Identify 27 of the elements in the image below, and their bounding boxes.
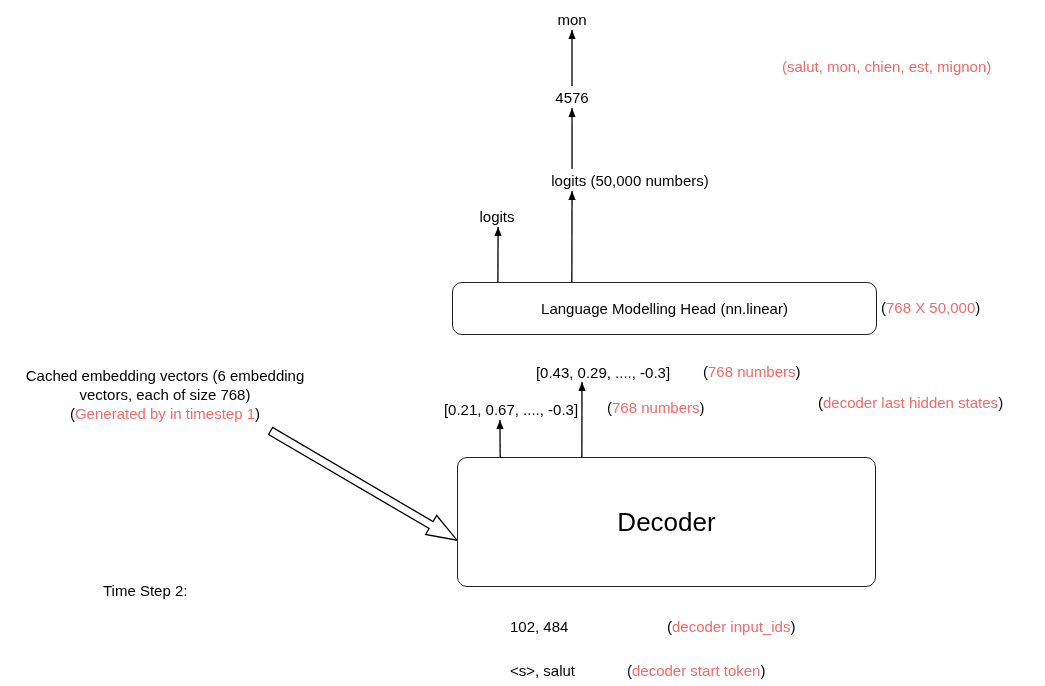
step-title: Time Step 2: bbox=[103, 582, 188, 600]
arrow bbox=[578, 381, 586, 458]
size-note: (768 numbers) bbox=[607, 399, 705, 417]
note: (decoder input_ids) bbox=[667, 618, 796, 636]
node-text: Cached embedding vectors (6 embedding vectors, each of size 768) bbox=[24, 365, 306, 404]
arrow bbox=[568, 29, 576, 87]
hidden-state-vector: [0.43, 0.29, ...., -0.3] bbox=[533, 362, 673, 382]
output-token: mon bbox=[547, 8, 597, 30]
head-box: Language Modelling Head (nn.linear) bbox=[452, 282, 877, 335]
token-ids: 102, 484 bbox=[510, 618, 569, 636]
arrow bbox=[568, 190, 576, 283]
arrow bbox=[494, 226, 502, 283]
node-text: (Generated by in timestep 1) bbox=[69, 403, 261, 423]
tokens: <s>, salut bbox=[510, 662, 576, 680]
token-list: (salut, mon, chien, est, mignon) bbox=[782, 58, 992, 76]
size-note: (768 numbers) bbox=[703, 363, 801, 381]
logits-text: logits bbox=[470, 205, 524, 227]
note: (decoder start token) bbox=[627, 662, 766, 680]
token-id: 4576 bbox=[545, 86, 599, 108]
hidden-state-vector: [0.21, 0.67, ...., -0.3] bbox=[441, 398, 581, 420]
decoder-box: Decoder bbox=[457, 457, 876, 587]
note: (decoder last hidden states) bbox=[818, 394, 1004, 412]
logits-text: logits (50,000 numbers) bbox=[540, 169, 720, 191]
size-note: (768 X 50,000) bbox=[881, 299, 981, 317]
arrow bbox=[496, 419, 504, 458]
arrow bbox=[267, 426, 459, 542]
arrow bbox=[568, 107, 576, 170]
